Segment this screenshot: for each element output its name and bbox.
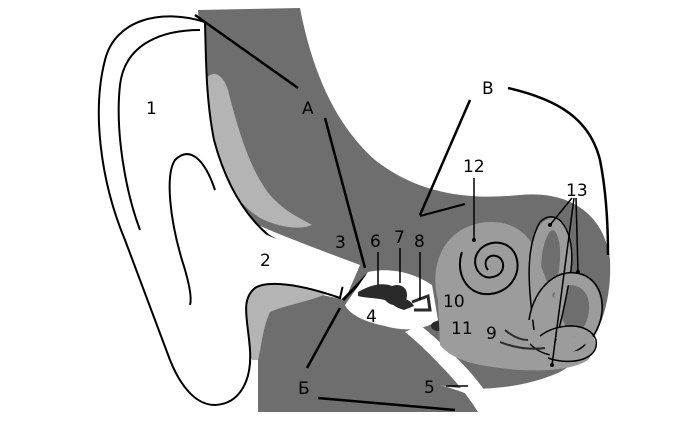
incus: [390, 298, 414, 310]
zone-v-pointer-short: [419, 203, 466, 217]
label-9: 9: [486, 324, 497, 344]
label-12: 12: [463, 157, 485, 177]
label-7: 7: [394, 228, 405, 248]
semicircular-canal-vertical: [529, 218, 573, 347]
zone-v-bracket: [507, 86, 610, 256]
label-3: 3: [335, 233, 346, 253]
zone-a-pointer-inner: [323, 117, 367, 269]
eardrum: [341, 273, 369, 302]
zone-b-pointer: [305, 307, 342, 369]
semicircular-canal-vertical-outline: [528, 216, 573, 346]
zone-v-pointer: [418, 99, 472, 216]
label-5: 5: [424, 378, 435, 398]
label-8: 8: [414, 232, 425, 252]
helix-inner-curl: [117, 29, 201, 231]
cartilage-region: [203, 74, 312, 228]
label-10: 10: [443, 292, 465, 312]
cochlea-spiral: [458, 241, 519, 296]
eustachian-tube-channel: [405, 325, 500, 412]
cartilage-lower-region: [241, 284, 330, 360]
antihelix-curve: [168, 153, 216, 306]
label-13-dot-a: [548, 223, 552, 227]
auricle: [97, 15, 347, 407]
zone-label-b: Б: [298, 379, 310, 399]
vestibule-marks: [499, 329, 546, 350]
zone-b-pointer-bottom: [317, 396, 456, 412]
label-13-leader-c: [551, 197, 575, 366]
ear-canal: [248, 228, 358, 288]
zone-label-v: В: [482, 79, 494, 99]
semicircular-canal-horizontal: [541, 326, 596, 362]
label-12-dot: [472, 238, 476, 242]
label-13-dot-b: [576, 270, 580, 274]
zone-a-pointer-outer: [194, 13, 299, 90]
label-13: 13: [566, 181, 588, 201]
label-2: 2: [260, 251, 271, 271]
label-6: 6: [370, 232, 381, 252]
label-1: 1: [146, 99, 157, 119]
label-13-leader-a: [549, 197, 573, 226]
label-11: 11: [451, 319, 473, 339]
label-13-leader-b: [575, 197, 579, 273]
zone-label-a: А: [302, 99, 314, 119]
semicircular-canal-posterior: [529, 273, 602, 355]
semicircular-canal-horizontal-outline: [539, 325, 597, 363]
label-4: 4: [366, 307, 377, 327]
label-13-dot-c: [550, 363, 554, 367]
